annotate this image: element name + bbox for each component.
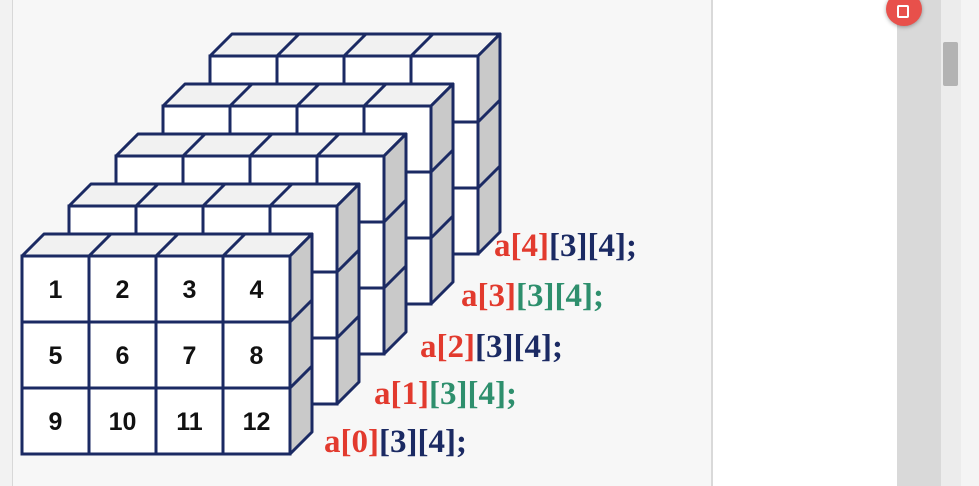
cell-value: 7 (183, 342, 197, 370)
side-divider (429, 214, 455, 240)
label-part: ; (626, 228, 637, 264)
label-part: [4] (554, 278, 592, 314)
blank-area (713, 0, 897, 486)
top-divider (315, 132, 341, 158)
layer-side-face (382, 132, 408, 356)
left-margin (0, 0, 13, 486)
cell-value: 4 (250, 276, 264, 304)
scrollbar-thumb[interactable] (943, 42, 958, 86)
array-cell (154, 386, 225, 456)
top-divider (362, 82, 388, 108)
label-part: ; (506, 376, 517, 412)
label-part: [4] (467, 376, 505, 412)
vertical-scrollbar[interactable] (941, 0, 961, 486)
label-part: [4] (513, 329, 551, 365)
top-divider (134, 182, 160, 208)
label-part: [4] (417, 424, 455, 460)
side-divider (429, 148, 455, 174)
layer-label-a1: a[1][3][4]; (374, 376, 517, 412)
layer-side-face (335, 182, 361, 406)
layer-label-a2: a[2][3][4]; (420, 329, 563, 365)
top-divider (221, 232, 247, 258)
cell-value: 5 (49, 342, 63, 370)
array-cell (87, 320, 158, 390)
label-part: ; (456, 424, 467, 460)
label-part: [4] (587, 228, 625, 264)
top-divider (154, 232, 180, 258)
label-part: [3] (429, 376, 467, 412)
cell-value: 1 (49, 276, 63, 304)
array-cell (221, 386, 292, 456)
layer-side-face (429, 82, 455, 306)
label-part: a[2] (420, 329, 475, 365)
cell-value: 8 (250, 342, 264, 370)
layer-label-a4: a[4][3][4]; (494, 228, 637, 264)
window-edge (961, 0, 979, 486)
label-part: [3] (475, 329, 513, 365)
document-icon (897, 5, 909, 18)
side-divider (288, 364, 314, 390)
top-divider (201, 182, 227, 208)
top-divider (342, 32, 368, 58)
side-divider (335, 248, 361, 274)
layer-side-face (476, 32, 502, 256)
side-divider (476, 164, 502, 190)
label-part: [3] (549, 228, 587, 264)
top-divider (228, 82, 254, 108)
side-divider (335, 314, 361, 340)
layer-side-face (288, 232, 314, 456)
cell-value: 9 (49, 408, 63, 436)
cell-value: 3 (183, 276, 197, 304)
side-divider (288, 298, 314, 324)
side-panel (897, 0, 941, 486)
top-divider (87, 232, 113, 258)
layer-label-a3: a[3][3][4]; (461, 278, 604, 314)
label-part: a[4] (494, 228, 549, 264)
cell-value: 2 (116, 276, 130, 304)
top-divider (295, 82, 321, 108)
cell-value: 12 (243, 408, 271, 436)
array-cell (87, 386, 158, 456)
label-part: a[3] (461, 278, 516, 314)
label-part: [3] (379, 424, 417, 460)
label-part: a[0] (324, 424, 379, 460)
label-part: [3] (516, 278, 554, 314)
top-divider (248, 132, 274, 158)
top-divider (268, 182, 294, 208)
top-divider (409, 32, 435, 58)
label-part: a[1] (374, 376, 429, 412)
floating-action-button[interactable] (886, 0, 922, 26)
cell-value: 6 (116, 342, 130, 370)
label-part: ; (552, 329, 563, 365)
array-cell (87, 254, 158, 324)
label-part: ; (593, 278, 604, 314)
layer-label-a0: a[0][3][4]; (324, 424, 467, 460)
side-divider (476, 98, 502, 124)
side-divider (382, 198, 408, 224)
array-cell (20, 254, 91, 324)
array-cell (154, 320, 225, 390)
array-cell (221, 254, 292, 324)
top-divider (275, 32, 301, 58)
cell-value: 10 (109, 408, 137, 436)
side-divider (382, 264, 408, 290)
cell-value: 11 (176, 408, 203, 436)
top-divider (181, 132, 207, 158)
